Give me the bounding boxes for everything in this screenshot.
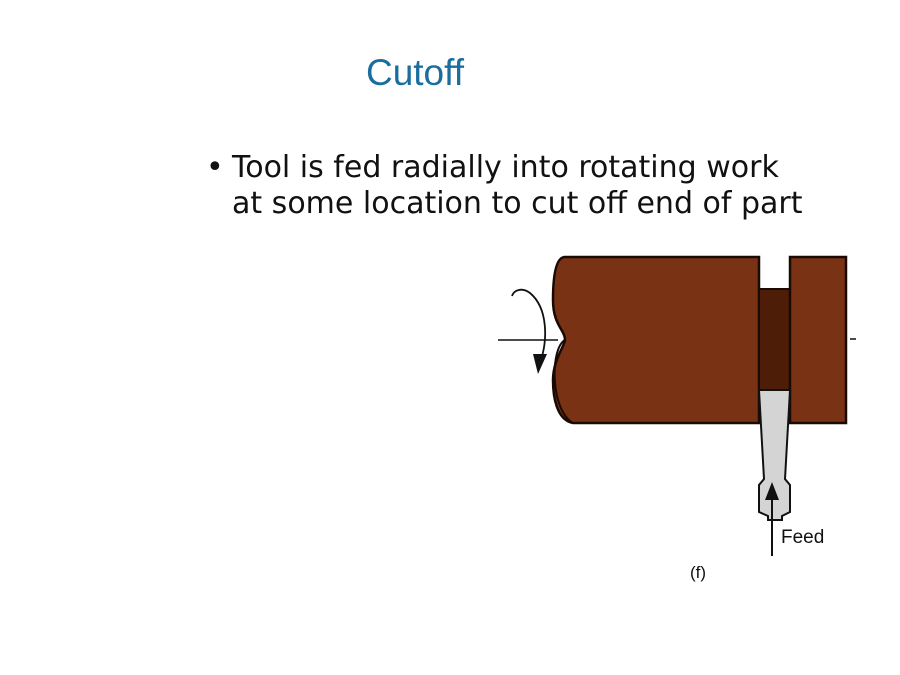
rotation-arrowhead <box>533 354 547 374</box>
cut-groove <box>758 288 791 391</box>
figure-label: (f) <box>690 563 706 582</box>
workpiece-end-edge <box>553 339 574 424</box>
feed-arrowhead-icon <box>765 482 779 500</box>
cutoff-part <box>788 255 848 425</box>
bullet-point: • Tool is fed radially into rotating wor… <box>206 150 846 222</box>
workpiece-body <box>551 255 761 425</box>
bullet-text: Tool is fed radially into rotating work … <box>232 150 846 222</box>
bullet-line-2: at some location to cut off end of part <box>232 186 803 221</box>
cutoff-tool <box>757 389 792 521</box>
feed-label: Feed <box>781 527 824 548</box>
bullet-line-1: Tool is fed radially into rotating work <box>232 150 779 185</box>
rotation-arrow-icon <box>511 288 546 364</box>
slide-title: Cutoff <box>365 52 465 93</box>
bullet-marker: • <box>206 150 224 185</box>
